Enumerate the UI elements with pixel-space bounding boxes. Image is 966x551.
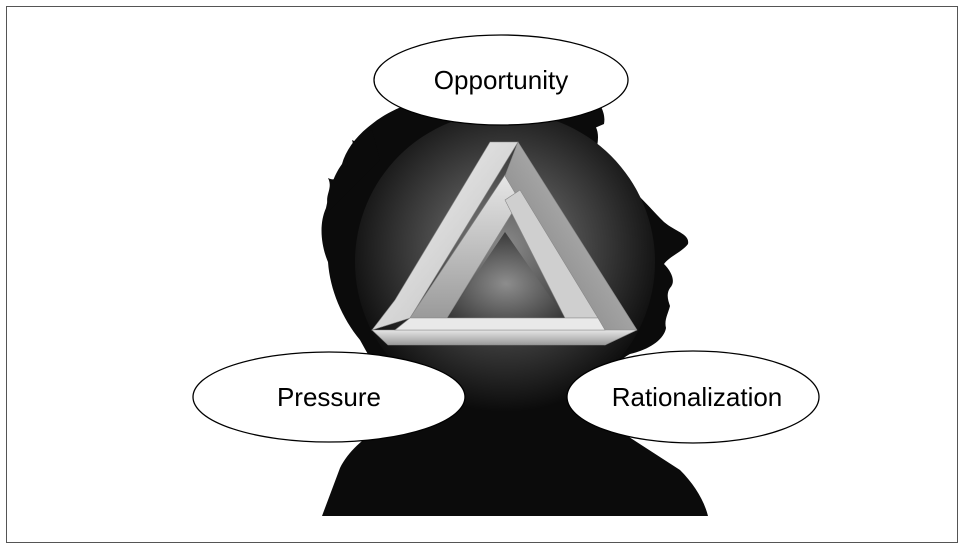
rationalization-label: Rationalization (612, 382, 783, 412)
pressure-label: Pressure (277, 382, 381, 412)
rationalization-node: Rationalization (566, 350, 820, 444)
opportunity-label: Opportunity (434, 65, 568, 95)
opportunity-node: Opportunity (373, 34, 629, 126)
pressure-node: Pressure (192, 351, 466, 443)
impossible-triangle-icon (371, 141, 638, 346)
